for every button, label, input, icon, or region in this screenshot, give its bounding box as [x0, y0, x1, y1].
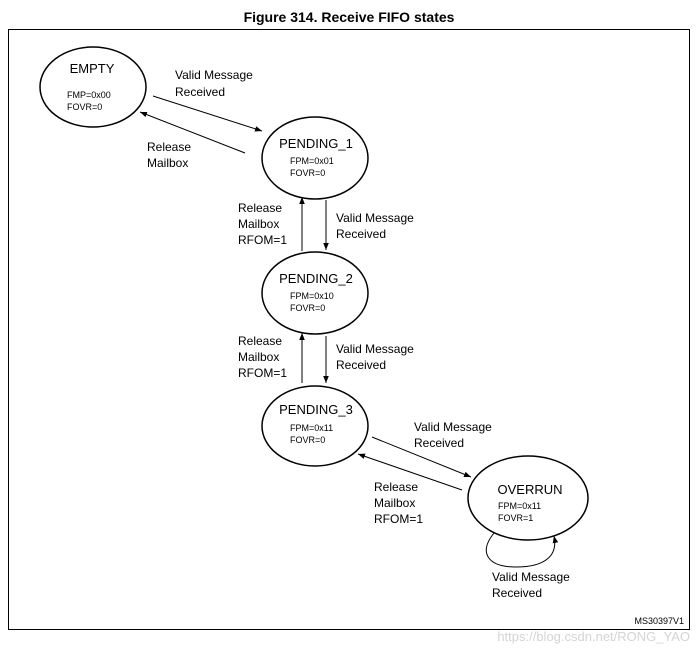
state-pending-1-fovr: FOVR=0 [290, 168, 325, 178]
label-line: Mailbox [147, 156, 188, 170]
state-empty: EMPTY FMP=0x00 FOVR=0 [39, 46, 147, 128]
label-line: RFOM=1 [238, 233, 287, 247]
label-line: Mailbox [238, 217, 279, 231]
label-pending-2-to-pending-3: Valid Message Received [336, 342, 414, 372]
state-overrun-fovr: FOVR=1 [498, 513, 533, 523]
label-line: RFOM=1 [238, 366, 287, 380]
state-pending-3-ellipse [261, 385, 369, 467]
state-pending-3-name: PENDING_3 [279, 402, 353, 417]
label-line: Valid Message [336, 342, 414, 356]
arrow-overrun-self-loop [485, 532, 559, 568]
state-overrun-name: OVERRUN [497, 482, 562, 497]
arrow-pending-1-to-empty [139, 111, 246, 154]
state-empty-ellipse [39, 46, 147, 128]
label-line: Release [238, 334, 282, 348]
state-pending-2: PENDING_2 FPM=0x10 FOVR=0 [261, 251, 369, 335]
state-empty-fovr: FOVR=0 [67, 102, 102, 112]
state-overrun-ellipse [467, 455, 589, 541]
state-overrun-fpm: FPM=0x11 [498, 501, 541, 511]
label-line: RFOM=1 [374, 512, 423, 526]
label-line: Release [147, 140, 191, 154]
label-line: Valid Message [414, 420, 492, 434]
label-line: Received [336, 227, 386, 241]
label-pending-3-to-pending-2: Release Mailbox RFOM=1 [238, 334, 287, 380]
state-pending-3-fovr: FOVR=0 [290, 435, 325, 445]
watermark-text: https://blog.csdn.net/RONG_YAO [497, 629, 690, 644]
label-overrun-self-loop: Valid Message Received [492, 570, 570, 600]
label-pending-2-to-pending-1: Release Mailbox RFOM=1 [238, 201, 287, 247]
state-pending-1-ellipse [261, 116, 369, 200]
label-line: Mailbox [374, 496, 415, 510]
label-empty-to-pending-1: Valid Message Received [175, 68, 253, 99]
figure-code: MS30397V1 [634, 616, 684, 626]
state-pending-1-name: PENDING_1 [279, 136, 353, 151]
arrow-empty-to-pending-1 [152, 95, 263, 132]
label-pending-3-to-overrun: Valid Message Received [414, 420, 492, 450]
state-pending-3-fpm: FPM=0x11 [290, 423, 333, 433]
label-line: Received [414, 436, 464, 450]
arrow-pending-3-to-overrun [371, 436, 472, 478]
state-pending-2-fovr: FOVR=0 [290, 303, 325, 313]
label-line: Valid Message [336, 211, 414, 225]
label-line: Release [374, 480, 418, 494]
state-pending-2-ellipse [261, 251, 369, 335]
state-empty-name: EMPTY [70, 61, 115, 76]
state-empty-fmp: FMP=0x00 [67, 90, 111, 100]
state-pending-2-fpm: FPM=0x10 [290, 291, 334, 301]
arrow-overrun-to-pending-3 [357, 453, 463, 491]
state-pending-2-name: PENDING_2 [279, 271, 353, 286]
state-pending-1: PENDING_1 FPM=0x01 FOVR=0 [261, 116, 369, 200]
label-line: Received [336, 358, 386, 372]
label-line: Valid Message [492, 570, 570, 584]
figure-title: Figure 314. Receive FIFO states [244, 9, 455, 25]
label-pending-1-to-empty: Release Mailbox [147, 140, 191, 170]
label-line: Received [175, 85, 225, 99]
label-line: Mailbox [238, 350, 279, 364]
state-overrun: OVERRUN FPM=0x11 FOVR=1 [467, 455, 589, 541]
state-pending-1-fpm: FPM=0x01 [290, 156, 334, 166]
label-line: Valid Message [175, 68, 253, 82]
label-overrun-to-pending-3: Release Mailbox RFOM=1 [374, 480, 423, 526]
label-line: Received [492, 586, 542, 600]
figure-frame [8, 29, 690, 630]
label-line: Release [238, 201, 282, 215]
state-pending-3: PENDING_3 FPM=0x11 FOVR=0 [261, 385, 369, 467]
label-pending-1-to-pending-2: Valid Message Received [336, 211, 414, 241]
